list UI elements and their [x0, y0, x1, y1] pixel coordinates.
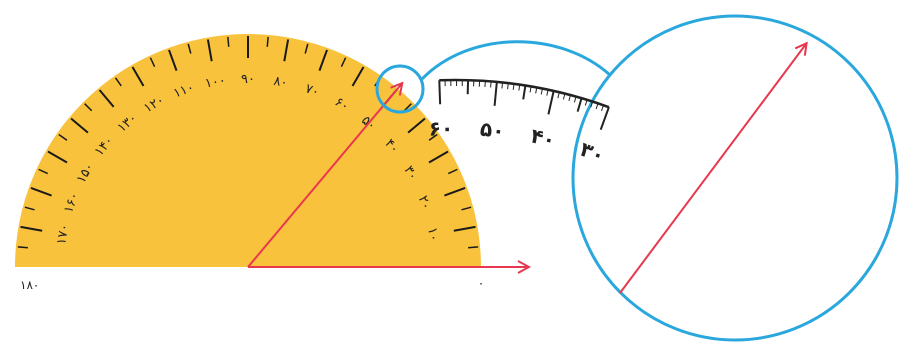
protractor-tick [70, 117, 89, 134]
scale-label: ۱۷۰ [54, 223, 72, 246]
scale-label: ۶۰ [332, 95, 352, 115]
magnified-label: ۶۰ [428, 116, 453, 141]
protractor-tick [447, 168, 458, 175]
magnified-label: ۵۰ [479, 117, 506, 143]
protractor-tick [38, 168, 49, 175]
magnified-tick [576, 97, 583, 112]
magnified-tick [590, 101, 594, 108]
scale-label: ۱۰۰ [204, 73, 227, 91]
magnified-tick [573, 96, 577, 103]
protractor-tick [407, 117, 426, 134]
magnifier-small-circle [375, 64, 425, 114]
protractor-tick [17, 246, 28, 249]
protractor-tick [453, 225, 476, 232]
protractor-tick [318, 49, 328, 71]
protractor-tick [30, 187, 52, 197]
protractor-tick [304, 43, 309, 54]
protractor-tick [403, 103, 412, 112]
protractor-tick [340, 57, 347, 68]
protractor-tick [428, 133, 438, 141]
magnifier-connector [420, 40, 612, 81]
protractor-tick [168, 49, 178, 71]
magnified-tick [562, 93, 566, 100]
protractor-tick [206, 39, 213, 62]
protractor-tick [47, 150, 68, 164]
magnified-tick [529, 86, 532, 93]
scale-label: ۱۰ [424, 226, 441, 242]
protractor-tick [266, 36, 269, 47]
protractor-tick [131, 66, 145, 87]
magnified-tick [557, 92, 560, 99]
scale-label: ۲۰ [415, 194, 434, 212]
protractor-tick [444, 187, 466, 197]
scale-label: ۱۶۰ [61, 190, 82, 215]
magnified-tick [501, 82, 504, 89]
protractor-tick [227, 36, 230, 47]
protractor-tick [461, 206, 472, 211]
magnified-ray [619, 44, 806, 294]
magnified-tick [522, 85, 527, 100]
magnified-tick [493, 81, 498, 106]
magnified-tick [584, 99, 588, 106]
magnified-tick [535, 87, 538, 94]
scale-label: ۹۰ [241, 72, 255, 87]
protractor-tick [98, 89, 115, 108]
label-180: ۱۸۰ [20, 278, 39, 292]
scale-label: ۱۱۰ [171, 80, 196, 101]
magnified-tick [507, 83, 509, 90]
magnified-tick [601, 105, 604, 112]
protractor-tick [149, 57, 156, 68]
protractor-body [15, 34, 481, 267]
angle-ray [247, 84, 402, 268]
magnified-tick [518, 84, 521, 91]
magnified-arc [439, 78, 610, 109]
scale-label: ۳۰ [400, 163, 420, 183]
scale-label: ۸۰ [272, 74, 288, 91]
magnified-tick [568, 94, 571, 101]
protractor-tick [351, 66, 365, 87]
magnified-tick [595, 103, 599, 110]
magnified-tick [546, 89, 549, 96]
scale-label: ۷۰ [303, 81, 321, 100]
magnified-label: ۴۰ [529, 123, 558, 152]
label-0: ۰ [478, 276, 484, 290]
protractor-tick [84, 103, 93, 112]
protractor-tick [468, 246, 479, 249]
protractor-tick [283, 39, 290, 62]
magnified-tick [438, 80, 442, 105]
magnified-ticks [438, 80, 610, 131]
protractor-tick [187, 43, 192, 54]
magnified-tick [599, 106, 610, 131]
magnified-tick [540, 88, 543, 95]
protractor-tick [20, 225, 43, 232]
magnified-tick [547, 90, 555, 115]
protractor-tick [24, 206, 35, 211]
magnified-tick [512, 83, 515, 90]
protractor-tick [428, 150, 449, 164]
protractor-tick [114, 77, 122, 87]
protractor-tick [58, 133, 68, 141]
